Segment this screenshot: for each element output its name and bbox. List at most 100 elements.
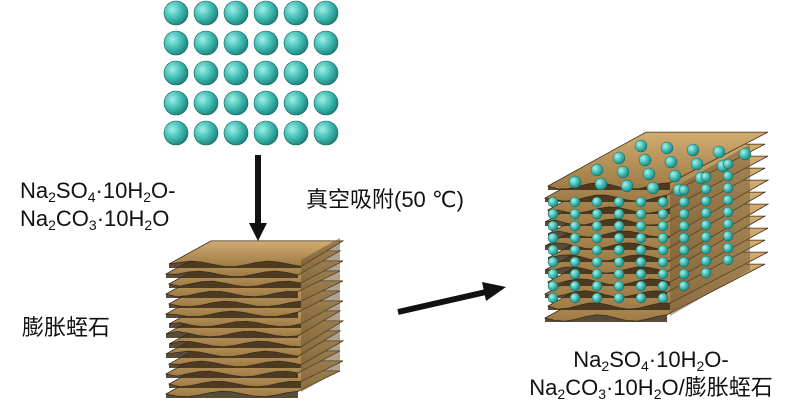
product-formula: Na2SO4·10H2O- Na2CO3·10H2O/膨胀蛭石 xyxy=(506,346,796,402)
composite-sphere xyxy=(722,194,734,206)
down-arrow xyxy=(249,155,267,241)
pcm-sphere xyxy=(253,0,279,26)
composite-sphere xyxy=(712,145,726,159)
composite-sheet-gap xyxy=(548,206,670,214)
composite-sphere xyxy=(660,141,674,155)
pcm-sphere xyxy=(253,90,279,116)
composite-sphere xyxy=(722,206,734,218)
text: Na xyxy=(529,375,558,400)
text: O xyxy=(152,206,170,231)
composite-sphere xyxy=(620,179,634,193)
pcm-sphere xyxy=(193,30,219,56)
composite-sphere xyxy=(638,153,652,167)
composite-sphere xyxy=(591,268,603,280)
composite-sphere xyxy=(613,232,625,244)
composite-sphere xyxy=(591,292,603,304)
composite-sphere xyxy=(678,244,690,256)
pcm-sphere xyxy=(193,60,219,86)
pcm-sphere xyxy=(313,120,339,146)
composite-sphere xyxy=(678,196,690,208)
composite-sphere xyxy=(722,182,734,194)
composite-sphere xyxy=(613,208,625,220)
composite-sphere xyxy=(547,280,559,292)
pcm-sphere xyxy=(313,60,339,86)
composite-sphere xyxy=(678,184,690,196)
composite-sphere xyxy=(547,292,559,304)
pcm-sphere xyxy=(313,30,339,56)
composite-sphere xyxy=(657,232,669,244)
pcm-sphere xyxy=(253,30,279,56)
pcm-sphere xyxy=(283,30,309,56)
composite-sphere xyxy=(722,254,734,266)
composite-sphere xyxy=(613,256,625,268)
product-line-2: Na2CO3·10H2O/膨胀蛭石 xyxy=(506,374,796,402)
subscript: 3 xyxy=(88,217,97,233)
process-label: 真空吸附(50 ℃) xyxy=(306,187,464,212)
subscript: 2 xyxy=(557,386,566,402)
composite-sphere xyxy=(569,220,581,232)
composite-sphere xyxy=(547,196,559,208)
composite-sphere xyxy=(678,268,690,280)
composite-sphere xyxy=(635,292,647,304)
composite-sphere xyxy=(616,165,630,179)
pcm-sphere xyxy=(253,60,279,86)
pcm-sphere xyxy=(193,90,219,116)
composite-sheet-gap xyxy=(545,314,667,322)
subscript: 4 xyxy=(87,189,96,205)
composite-sphere xyxy=(657,196,669,208)
pcm-sphere xyxy=(163,0,189,26)
text: O- xyxy=(151,178,176,203)
pcm-sphere xyxy=(253,120,279,146)
composite-sphere xyxy=(657,208,669,220)
text: O/膨胀蛭石 xyxy=(661,375,773,400)
composite-sphere xyxy=(700,231,712,243)
composite-sphere xyxy=(678,280,690,292)
composite-sphere xyxy=(635,244,647,256)
subscript: 2 xyxy=(601,358,610,374)
composite-sphere xyxy=(568,175,582,189)
composite-sphere xyxy=(657,292,669,304)
composite-sphere xyxy=(569,196,581,208)
composite-sphere xyxy=(646,181,660,195)
composite-sphere xyxy=(678,220,690,232)
composite-sphere xyxy=(547,244,559,256)
text: CO xyxy=(55,206,89,231)
composite-sphere xyxy=(590,163,604,177)
vermiculite-sheet-gap xyxy=(166,311,298,318)
composite-sphere xyxy=(657,268,669,280)
composite-sphere xyxy=(612,151,626,165)
composite-sphere xyxy=(635,208,647,220)
composite-sphere xyxy=(569,256,581,268)
vermiculite-sheet-gap xyxy=(169,261,301,268)
text: ·10H xyxy=(95,178,144,203)
composite-sphere xyxy=(686,143,700,157)
substrate-label: 膨胀蛭石 xyxy=(22,315,111,340)
composite-sphere xyxy=(657,244,669,256)
composite-sphere xyxy=(642,167,656,181)
pcm-sphere xyxy=(283,120,309,146)
vermiculite-sheet-gap xyxy=(169,381,301,388)
vermiculite-sheet-gap xyxy=(166,271,298,278)
product-line-1: Na2SO4·10H2O- xyxy=(506,346,796,374)
composite-sphere xyxy=(547,268,559,280)
composite-sphere xyxy=(668,169,682,183)
composite-sphere xyxy=(569,232,581,244)
composite-sphere xyxy=(700,219,712,231)
vermiculite-sheet-gap xyxy=(166,331,298,338)
vermiculite-sheet-gap xyxy=(169,301,301,308)
composite-sphere xyxy=(690,157,704,171)
composite-sphere xyxy=(594,177,608,191)
subscript: 2 xyxy=(696,358,705,374)
composite-sphere xyxy=(613,196,625,208)
text: Na xyxy=(573,347,602,372)
composite-sphere xyxy=(591,280,603,292)
text: Na xyxy=(20,178,49,203)
composite-sphere xyxy=(657,220,669,232)
composite-sphere xyxy=(634,139,648,153)
composite-sphere xyxy=(635,268,647,280)
composite-sphere xyxy=(678,256,690,268)
composite-sphere xyxy=(722,230,734,242)
composite-sphere xyxy=(700,267,712,279)
